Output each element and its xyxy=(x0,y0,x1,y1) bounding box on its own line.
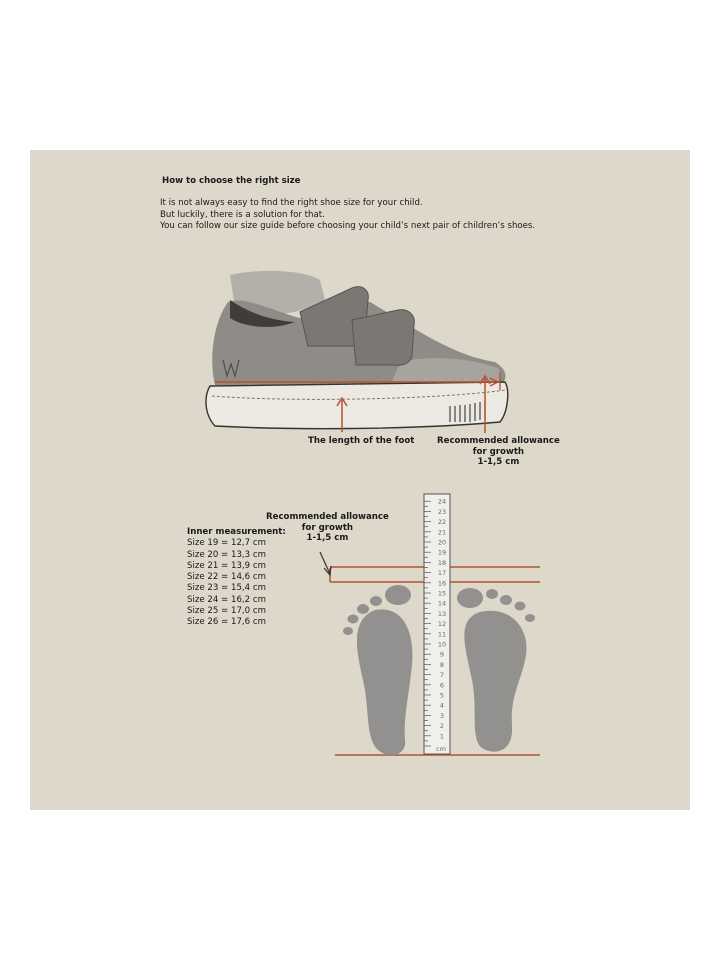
size-row: Size 20 = 13,3 cm xyxy=(187,549,266,560)
ruler-unit: cm xyxy=(436,745,446,753)
ruler-label: 2 xyxy=(440,722,444,730)
size-row: Size 23 = 15,4 cm xyxy=(187,583,266,594)
guide-heading: How to choose the right size xyxy=(162,176,301,186)
intro-line: You can follow our size guide before cho… xyxy=(160,221,536,231)
ruler-label: 16 xyxy=(438,579,446,587)
ruler-label: 9 xyxy=(440,651,444,659)
shoe-allowance-line: for growth xyxy=(472,446,525,457)
foot-allowance-line: Recommended allowance xyxy=(266,512,389,522)
ruler-label: 22 xyxy=(438,518,446,526)
foot-length-label: The length of the foot xyxy=(308,436,415,446)
footprint-ruler-illustration: 123456789101112131415161718192021222324c… xyxy=(319,493,540,756)
ruler-label: 12 xyxy=(438,620,446,628)
shoe-allowance-label: Recommended allowance for growth 1-1,5 c… xyxy=(437,436,560,468)
ruler-label: 17 xyxy=(438,569,446,577)
ruler-label: 6 xyxy=(440,681,444,689)
foot-allowance-line: 1-1,5 cm xyxy=(306,533,349,543)
size-row: Size 25 = 17,0 cm xyxy=(187,606,266,617)
intro-line: But luckily, there is a solution for tha… xyxy=(160,209,325,220)
size-row: Size 19 = 12,7 cm xyxy=(187,538,266,549)
shoe-allowance-line: Recommended allowance xyxy=(437,436,560,446)
guide-intro: It is not always easy to find the right … xyxy=(160,198,535,233)
size-row: Size 26 = 17,6 cm xyxy=(187,617,266,628)
ruler-label: 21 xyxy=(438,528,446,536)
shoe-allowance-line: 1-1,5 cm xyxy=(477,457,520,467)
size-row: Size 21 = 13,9 cm xyxy=(187,560,266,571)
ruler-label: 10 xyxy=(438,641,446,649)
foot-allowance-label: Recommended allowance for growth 1-1,5 c… xyxy=(266,512,389,544)
ruler-label: 1 xyxy=(440,732,444,740)
size-row: Size 22 = 14,6 cm xyxy=(187,572,266,583)
ruler-label: 19 xyxy=(438,549,446,557)
foot-allowance-line: for growth xyxy=(301,522,354,533)
ruler-label: 18 xyxy=(438,559,446,567)
ruler-label: 8 xyxy=(440,661,444,669)
ruler-label: 11 xyxy=(438,630,446,638)
ruler-label: 20 xyxy=(438,539,446,547)
inner-measurement-title: Inner measurement: xyxy=(187,527,286,537)
ruler-label: 5 xyxy=(440,692,444,700)
ruler-label: 7 xyxy=(440,671,444,679)
ruler-label: 15 xyxy=(438,590,446,598)
ruler-label: 4 xyxy=(440,702,444,710)
ruler-label: 3 xyxy=(440,712,444,720)
inner-measurement-list: Inner measurement: Size 19 = 12,7 cm Siz… xyxy=(187,527,286,629)
ruler-label: 24 xyxy=(438,498,446,506)
intro-line: It is not always easy to find the right … xyxy=(160,198,423,208)
shoe-illustration xyxy=(205,270,509,433)
size-row: Size 24 = 16,2 cm xyxy=(187,594,266,605)
size-guide-panel: How to choose the right size It is not a… xyxy=(30,150,690,810)
ruler-label: 13 xyxy=(438,610,446,618)
ruler-label: 23 xyxy=(438,508,446,516)
ruler-label: 14 xyxy=(438,600,446,608)
